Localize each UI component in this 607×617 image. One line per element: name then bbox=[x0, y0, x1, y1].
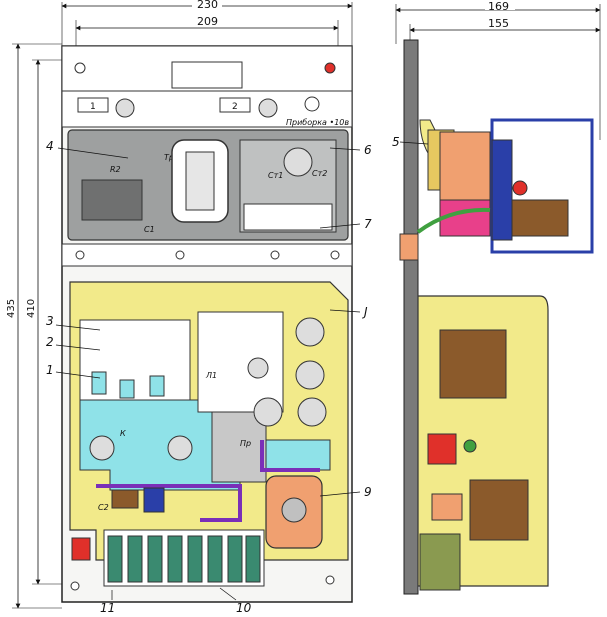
ct2-label: Ст2 bbox=[312, 169, 327, 178]
terminal-5 bbox=[187, 535, 203, 583]
c2-label: С2 bbox=[98, 503, 109, 512]
terminal-6 bbox=[207, 535, 223, 583]
tube-socket-2 bbox=[295, 360, 325, 390]
side-front-plate bbox=[403, 39, 419, 595]
inner-width-label: 209 bbox=[197, 15, 218, 28]
side-orange-block bbox=[431, 493, 463, 521]
side-inner-depth-label: 155 bbox=[488, 17, 509, 30]
pr-label: Пр bbox=[240, 439, 251, 448]
callouts-side: 5 bbox=[392, 135, 429, 149]
side-brown-transformer bbox=[511, 199, 569, 237]
terminal-board bbox=[243, 203, 333, 231]
callout-2: 2 bbox=[46, 335, 54, 349]
capacitor-c1 bbox=[81, 179, 143, 221]
callout-10: 10 bbox=[236, 601, 252, 615]
fuse-knob-right bbox=[258, 98, 278, 118]
relay-contact bbox=[247, 357, 269, 379]
l1-label: Л1 bbox=[205, 371, 217, 380]
overall-width-label: 230 bbox=[197, 0, 218, 11]
callout-7: 7 bbox=[364, 217, 372, 231]
fuse-right-label: 2 bbox=[232, 102, 238, 112]
side-orange-panel bbox=[399, 233, 419, 261]
top-indicator-red bbox=[324, 62, 336, 74]
dimension-side-inner-depth: 155 bbox=[409, 17, 601, 44]
callout-11: 11 bbox=[100, 601, 115, 615]
tube-socket-5 bbox=[89, 435, 115, 461]
callout-6: 6 bbox=[364, 143, 372, 157]
rail-screw-1 bbox=[75, 250, 85, 260]
capacitor-blue bbox=[143, 487, 165, 513]
dimension-side-depth: 169 bbox=[395, 0, 601, 140]
side-red-strip bbox=[427, 433, 457, 465]
tr-label: Тр bbox=[164, 153, 174, 162]
side-green-dot bbox=[463, 439, 477, 453]
inner-height-label: 410 bbox=[26, 299, 37, 318]
side-depth-label: 169 bbox=[488, 0, 509, 13]
side-lower-transformer-2 bbox=[469, 479, 529, 541]
bottom-screw-left bbox=[70, 581, 80, 591]
tube-socket-3 bbox=[253, 397, 283, 427]
fuse-holder-left bbox=[77, 97, 109, 113]
terminal-7 bbox=[227, 535, 243, 583]
terminal-8 bbox=[245, 535, 261, 583]
front-view: 230 209 435 410 1 bbox=[6, 0, 372, 615]
capacitor-c2 bbox=[111, 489, 139, 509]
r2-label: R2 bbox=[110, 165, 121, 174]
resistor-3 bbox=[149, 375, 165, 397]
dimension-inner-height: 410 bbox=[26, 59, 62, 585]
side-red-cap bbox=[512, 180, 528, 196]
callout-4: 4 bbox=[46, 139, 54, 153]
callout-9: 9 bbox=[364, 485, 372, 499]
k-label: К bbox=[120, 429, 126, 438]
plate-label: Приборка •10в bbox=[286, 118, 349, 127]
top-screw-left bbox=[74, 62, 86, 74]
side-green-block bbox=[419, 533, 461, 591]
middle-rail bbox=[61, 243, 353, 267]
overall-height-label: 435 bbox=[6, 299, 17, 318]
dimension-overall-height: 435 bbox=[6, 43, 62, 609]
pilot-lamp bbox=[304, 96, 320, 112]
c1-label: С1 bbox=[144, 225, 155, 234]
ct1-label: Ст1 bbox=[268, 171, 283, 180]
side-lower-transformer bbox=[439, 329, 507, 399]
top-slot bbox=[171, 61, 243, 89]
bottom-screw-right bbox=[325, 575, 335, 585]
rail-screw-4 bbox=[330, 250, 340, 260]
stabilizer-ct2 bbox=[283, 147, 313, 177]
fuse-holder-right bbox=[219, 97, 251, 113]
terminal-3 bbox=[147, 535, 163, 583]
transformer-core bbox=[185, 151, 215, 211]
terminal-1 bbox=[107, 535, 123, 583]
callout-1: 1 bbox=[46, 363, 54, 377]
tube-socket-1 bbox=[295, 317, 325, 347]
fuse-knob-left bbox=[115, 98, 135, 118]
fuse-strip bbox=[61, 90, 353, 128]
tube-socket-6 bbox=[167, 435, 193, 461]
callout-J: J bbox=[362, 305, 368, 319]
callout-5: 5 bbox=[392, 135, 400, 149]
relay-area bbox=[197, 311, 284, 413]
side-tube bbox=[491, 139, 513, 241]
tube-plate bbox=[211, 411, 267, 483]
terminal-2 bbox=[127, 535, 143, 583]
resistor-1 bbox=[91, 371, 107, 395]
fuse-left-label: 1 bbox=[90, 102, 96, 112]
callouts-front: 4 6 7 J 3 2 1 9 11 10 bbox=[46, 139, 372, 615]
socket-9-knob bbox=[281, 497, 307, 523]
side-green-wire bbox=[416, 207, 491, 234]
tube-socket-4 bbox=[297, 397, 327, 427]
dimension-overall-width: 230 bbox=[61, 0, 353, 50]
rail-screw-3 bbox=[270, 250, 280, 260]
red-indicator bbox=[71, 537, 91, 561]
purple-wiring bbox=[96, 440, 320, 522]
resistor-2 bbox=[119, 379, 135, 399]
callout-3: 3 bbox=[46, 314, 54, 328]
side-magenta-cap bbox=[439, 199, 491, 237]
rail-screw-2 bbox=[175, 250, 185, 260]
side-pink-block bbox=[439, 131, 491, 203]
side-view: 169 155 5 bbox=[392, 0, 601, 595]
terminal-4 bbox=[167, 535, 183, 583]
terminal-block bbox=[103, 529, 265, 587]
